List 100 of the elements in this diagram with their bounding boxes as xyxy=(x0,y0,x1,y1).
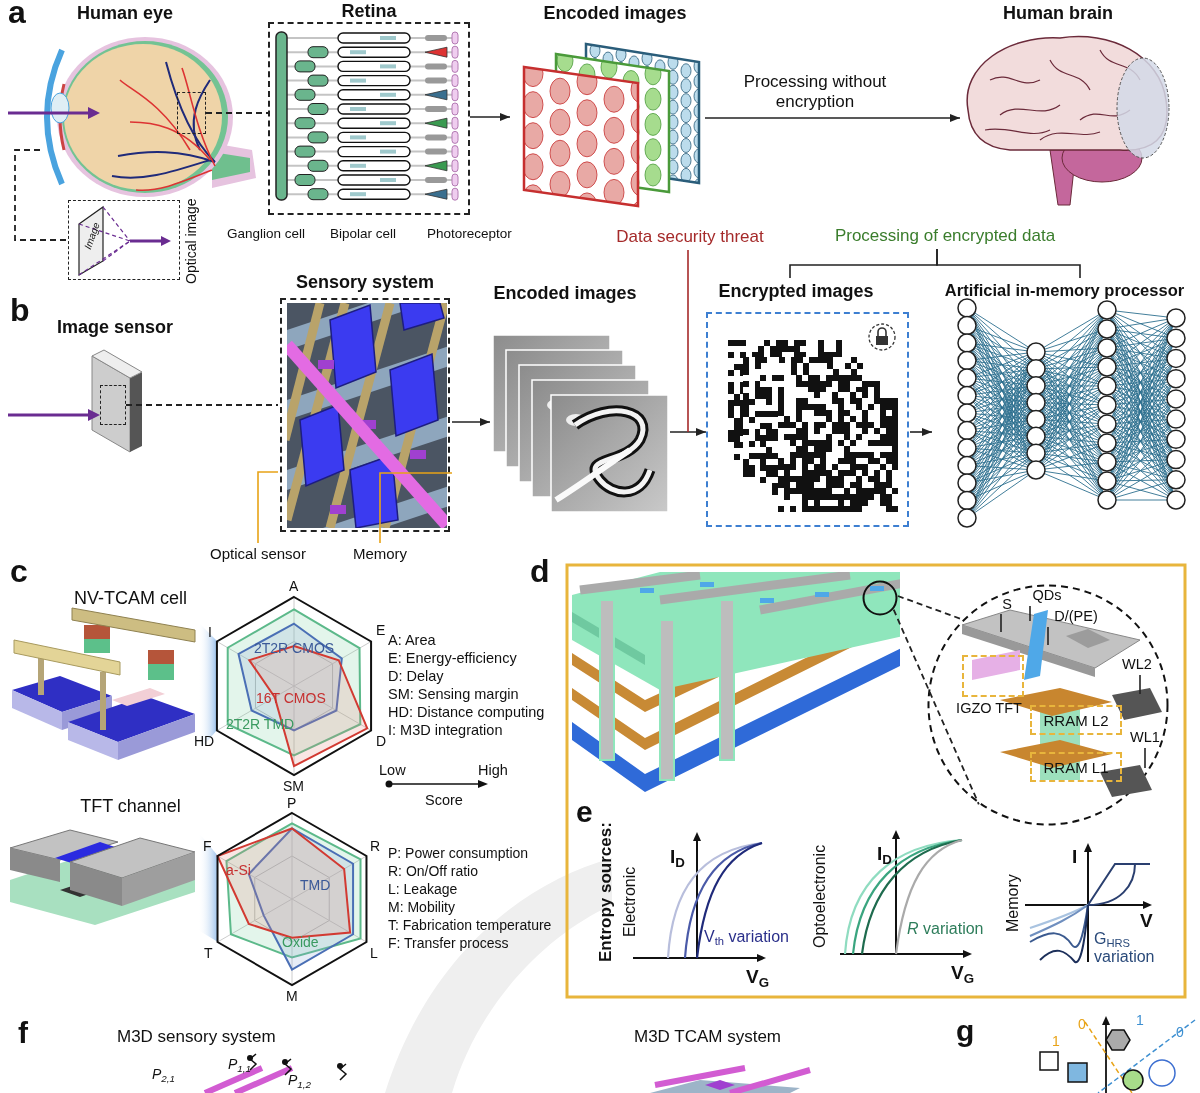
label: V xyxy=(1140,910,1153,932)
heading: Retina xyxy=(340,1,398,22)
heading: Encoded images xyxy=(492,283,638,304)
callout-label: Optical sensor xyxy=(209,545,307,563)
label: High xyxy=(478,762,508,779)
dashed-connector xyxy=(125,404,279,406)
dashed-connector xyxy=(892,608,980,806)
heading: Artificial in-memory processor xyxy=(943,281,1186,300)
heading: TFT channel xyxy=(79,796,182,817)
annotation-label: Processing of encrypted data xyxy=(833,226,1057,246)
label: L xyxy=(370,945,378,962)
label: L: Leakage xyxy=(388,881,458,898)
label: G$_{HRS}$ variation xyxy=(1094,930,1156,967)
label: 0 xyxy=(1176,1024,1184,1041)
part-label: S xyxy=(1001,596,1013,613)
label: b xyxy=(10,292,30,329)
label: Score xyxy=(425,792,463,809)
leader-line xyxy=(1047,626,1049,646)
leader-line xyxy=(1139,674,1141,695)
leader-line xyxy=(687,249,689,433)
leader-line xyxy=(1029,605,1031,622)
label: TMD xyxy=(300,877,331,894)
label: HD xyxy=(194,733,215,750)
label: Oxide xyxy=(282,934,319,951)
heading: Encoded images xyxy=(542,3,688,24)
label: d xyxy=(530,553,550,590)
label: Photoreceptor xyxy=(427,226,512,242)
arrow xyxy=(451,418,491,426)
label: Optoelectronic xyxy=(811,844,829,948)
label: P$_{1,2}$ xyxy=(288,1072,311,1089)
label: 1 xyxy=(1136,1012,1144,1029)
image-label: Image xyxy=(82,220,103,251)
label: M xyxy=(286,988,298,1005)
label: I xyxy=(1072,846,1078,868)
label: D xyxy=(376,733,387,750)
label: SM: Sensing margin xyxy=(388,686,519,703)
part-label: QDs xyxy=(1031,587,1063,604)
label: Entropy sources: xyxy=(596,822,616,962)
label: T xyxy=(204,945,213,962)
label: V$_{th}$ variation xyxy=(704,928,789,947)
part-label: RRAM L1 xyxy=(1042,759,1110,777)
heading: NV-TCAM cell xyxy=(73,588,188,609)
label: M3D sensory system xyxy=(117,1027,276,1047)
label: I$_{D}$ xyxy=(877,843,892,865)
label: I: M3D integration xyxy=(388,722,503,739)
label: a xyxy=(8,0,26,31)
label: R xyxy=(370,838,381,855)
leader-line xyxy=(379,472,453,544)
part-label: WL1 xyxy=(1129,729,1161,746)
label: I$_{D}$ xyxy=(670,846,685,868)
label: Bipolar cell xyxy=(330,226,397,242)
annotation-label: Data security threat xyxy=(615,227,765,247)
label: Ganglion cell xyxy=(227,226,306,242)
dashed-outline xyxy=(1030,752,1122,782)
zoom-box xyxy=(177,92,206,134)
heading: Human eye xyxy=(75,3,174,24)
zoom-box xyxy=(100,385,126,425)
label: 1 xyxy=(1052,1033,1060,1050)
part-label: D/(PE) xyxy=(1053,608,1099,625)
label: P$_{1,1}$ xyxy=(228,1056,251,1073)
label: Low xyxy=(379,762,406,779)
inset-frame xyxy=(68,200,180,280)
label: M: Mobility xyxy=(388,899,455,916)
leader-line xyxy=(1000,613,1002,633)
label: P: Power consumption xyxy=(388,845,529,862)
label: 0 xyxy=(1078,1016,1086,1033)
heading: Image sensor xyxy=(55,317,175,338)
label: P xyxy=(287,795,297,812)
part-label: IGZO TFT xyxy=(955,700,1023,717)
part-label: RRAM L2 xyxy=(1042,712,1110,730)
label: SM xyxy=(283,778,304,795)
leader-line xyxy=(1144,747,1146,769)
side-label: Optical image xyxy=(183,198,200,284)
label: R variation xyxy=(907,920,984,939)
arrow xyxy=(669,428,707,436)
label: F xyxy=(203,838,212,855)
label: A: Area xyxy=(388,632,436,649)
label: e xyxy=(576,795,593,830)
label: g xyxy=(956,1014,975,1049)
label: Memory xyxy=(1004,874,1022,932)
label: F: Transfer process xyxy=(388,935,509,952)
label: M3D TCAM system xyxy=(634,1027,782,1047)
callout-label: Memory xyxy=(351,545,409,563)
label: I xyxy=(208,624,212,641)
arrow xyxy=(469,113,511,121)
arrow xyxy=(704,114,961,122)
label: A xyxy=(289,578,299,595)
leader-line xyxy=(257,471,279,544)
dashed-connector xyxy=(14,149,69,241)
label: V$_{G}$ xyxy=(746,966,770,988)
label: E xyxy=(376,622,386,639)
label: D: Delay xyxy=(388,668,444,685)
label: T: Fabrication temperature xyxy=(388,917,552,934)
label: Electronic xyxy=(621,866,639,937)
arrow xyxy=(909,428,933,436)
dashed-connector xyxy=(205,112,269,114)
part-label: WL2 xyxy=(1121,656,1153,673)
heading: Sensory system xyxy=(294,272,436,293)
label: R: On/Off ratio xyxy=(388,863,478,880)
label: HD: Distance computing xyxy=(388,704,545,721)
